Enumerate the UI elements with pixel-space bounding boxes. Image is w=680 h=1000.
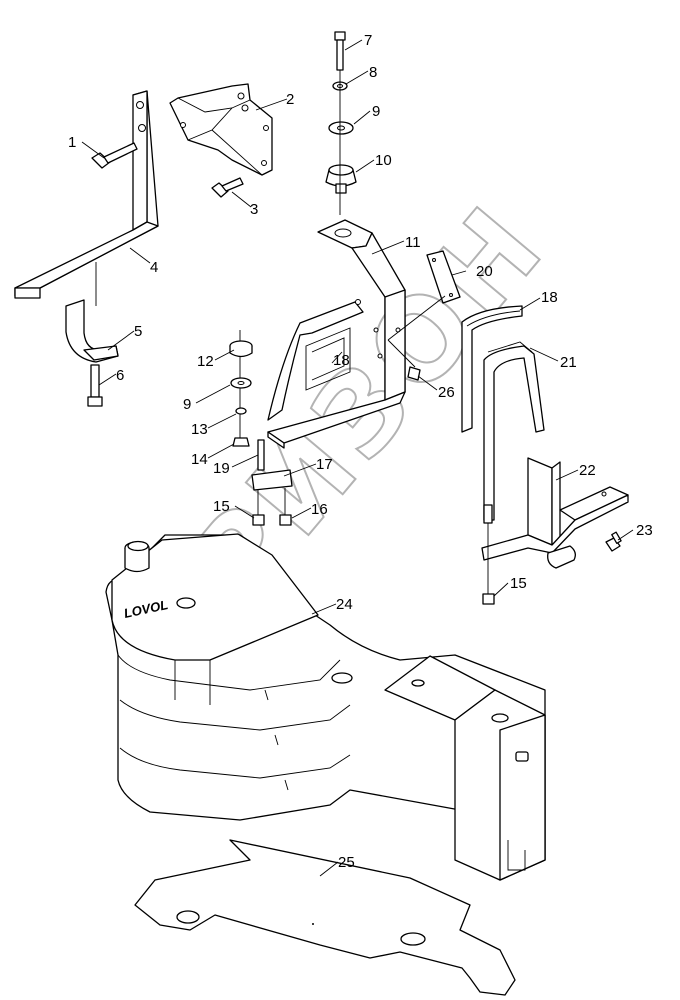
part-20-pad: [426, 250, 461, 304]
callout-9a: 9: [372, 103, 380, 120]
part-10-rubber-mount: [325, 164, 357, 194]
callout-7: 7: [364, 32, 372, 49]
part-15-nut-right: [482, 523, 495, 605]
callout-5: 5: [134, 323, 142, 340]
callout-9b: 9: [183, 396, 191, 413]
part-9-washer-top: [328, 121, 354, 135]
callout-15a: 15: [213, 498, 230, 515]
part-22-support-tray: [481, 457, 629, 569]
callout-17: 17: [316, 456, 333, 473]
callout-19: 19: [213, 460, 230, 477]
callout-11: 11: [405, 234, 421, 251]
callout-10: 10: [375, 152, 392, 169]
callout-labels: 1 2 3 4 5 6 7 8 9 9 10 11 12 13 14 15 15…: [68, 32, 653, 871]
part-3-bolt: [211, 177, 244, 198]
callout-15b: 15: [510, 575, 527, 592]
callout-16: 16: [311, 501, 328, 518]
leader-lines: [81, 39, 634, 877]
callout-24: 24: [336, 596, 353, 613]
callout-14: 14: [191, 451, 208, 468]
callout-20: 20: [476, 263, 493, 280]
callout-2: 2: [286, 91, 294, 108]
part-15-nut-left: [252, 490, 265, 526]
part-2-mount-plate: [169, 83, 273, 176]
part-23-bolt: [605, 531, 622, 552]
part-26-bolt: [407, 366, 421, 381]
part-18-strap-pad: [461, 305, 523, 433]
callout-22: 22: [579, 462, 596, 479]
callout-13: 13: [191, 421, 208, 438]
callout-12: 12: [197, 353, 214, 370]
part-19-rod: [257, 439, 265, 471]
callout-8: 8: [369, 64, 377, 81]
part-1-bolt: [91, 142, 138, 169]
callout-25: 25: [338, 854, 355, 871]
callout-1: 1: [68, 134, 76, 151]
part-7-bolt: [334, 31, 346, 71]
part-12-spacer: [229, 340, 253, 358]
callout-18b: 18: [541, 289, 558, 306]
part-11-tank-bracket: [267, 219, 406, 449]
part-6-bolt: [87, 364, 103, 407]
part-21-strap: [483, 341, 545, 524]
callout-3: 3: [250, 201, 258, 218]
callout-6: 6: [116, 367, 124, 384]
callout-23: 23: [636, 522, 653, 539]
part-14-nut: [232, 437, 250, 447]
part-9-washer-lower: [230, 377, 252, 389]
callout-26: 26: [438, 384, 455, 401]
part-24-tank: LOVOL: [105, 533, 546, 881]
callout-4: 4: [150, 259, 158, 276]
part-5-clip: [65, 262, 119, 363]
part-25-base-plate: [134, 839, 516, 996]
part-13-washer: [235, 407, 247, 415]
part-4-bracket: [14, 90, 159, 299]
part-16-bolt: [279, 488, 292, 526]
callout-21: 21: [560, 354, 577, 371]
part-17-clamp: [251, 469, 293, 491]
callout-18a: 18: [333, 352, 350, 369]
